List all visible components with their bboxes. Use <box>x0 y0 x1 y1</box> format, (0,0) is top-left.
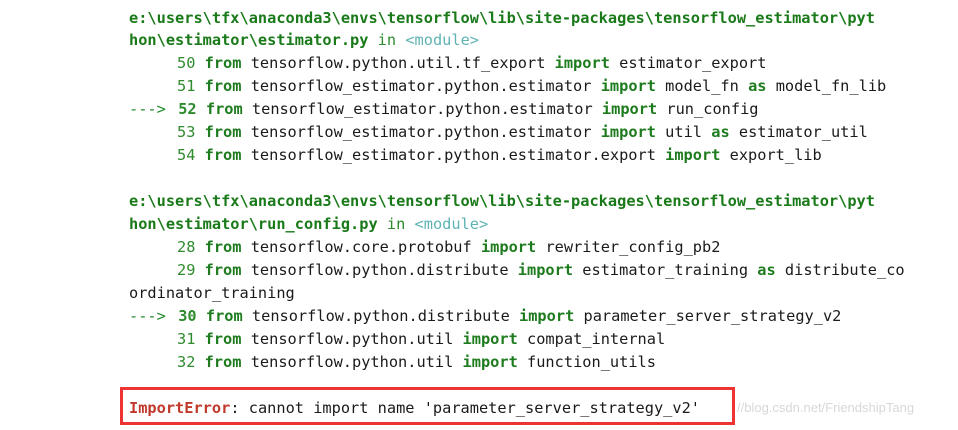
import-keyword: import <box>600 77 656 95</box>
from-keyword: from <box>204 54 242 72</box>
module-tag: <module> <box>414 215 489 233</box>
code-line: 51 from tensorflow_estimator.python.esti… <box>129 76 886 96</box>
code-line: 28 from tensorflow.core.protobuf import … <box>129 237 720 257</box>
code-line: 31 from tensorflow.python.util import co… <box>129 329 665 349</box>
code-line-wrap: ordinator_training <box>129 283 295 303</box>
line-number: 50 <box>177 54 196 72</box>
import-keyword: import <box>554 54 610 72</box>
import-keyword: import <box>665 146 721 164</box>
module-tag: <module> <box>405 31 479 49</box>
module-name: tensorflow.python.distribute <box>250 261 509 279</box>
imported-name: model_fn <box>665 77 739 95</box>
imported-name: function_utils <box>527 353 656 371</box>
code-line: 54 from tensorflow_estimator.python.esti… <box>129 145 822 165</box>
code-line-current: ---> 52 from tensorflow_estimator.python… <box>129 99 759 119</box>
module-name: tensorflow_estimator.python.estimator.ex… <box>250 146 656 164</box>
import-keyword: import <box>480 238 537 256</box>
code-line-current: ---> 30 from tensorflow.python.distribut… <box>129 306 841 326</box>
traceback-path-line: hon\estimator\run_config.py in <module> <box>129 214 488 234</box>
module-name: tensorflow_estimator.python.estimator <box>250 77 592 95</box>
code-line: 50 from tensorflow.python.util.tf_export… <box>129 53 766 73</box>
imported-name: estimator_export <box>619 54 767 72</box>
current-line-arrow: ---> <box>129 307 166 325</box>
from-keyword: from <box>204 330 242 348</box>
in-keyword: in <box>386 215 406 233</box>
module-name: tensorflow.python.util.tf_export <box>250 54 546 72</box>
code-line: 32 from tensorflow.python.util import fu… <box>129 352 656 372</box>
watermark: //blog.csdn.net/FriendshipTang <box>737 400 915 415</box>
traceback-path-line: e:\users\tfx\anaconda3\envs\tensorflow\l… <box>129 8 875 28</box>
import-keyword: import <box>601 100 658 118</box>
as-keyword: as <box>757 261 776 279</box>
imported-name: estimator_training <box>582 261 749 279</box>
from-keyword: from <box>204 353 242 371</box>
module-name: tensorflow.python.distribute <box>251 307 510 325</box>
import-keyword: import <box>517 261 574 279</box>
traceback-path-line: e:\users\tfx\anaconda3\envs\tensorflow\l… <box>129 191 875 211</box>
file-path: e:\users\tfx\anaconda3\envs\tensorflow\l… <box>129 192 875 210</box>
from-keyword: from <box>205 100 243 118</box>
imported-name: export_lib <box>729 146 822 164</box>
as-keyword: as <box>711 123 730 141</box>
from-keyword: from <box>204 261 242 279</box>
imported-name: rewriter_config_pb2 <box>545 238 721 256</box>
from-keyword: from <box>204 238 242 256</box>
module-name: tensorflow.core.protobuf <box>250 238 472 256</box>
file-path: hon\estimator\estimator.py <box>129 31 369 49</box>
line-number: 51 <box>177 77 196 95</box>
import-keyword: import <box>462 353 518 371</box>
file-path: e:\users\tfx\anaconda3\envs\tensorflow\l… <box>129 9 875 27</box>
from-keyword: from <box>204 77 242 95</box>
error-type: ImportError <box>129 399 231 417</box>
traceback-path-line: hon\estimator\estimator.py in <module> <box>129 30 479 50</box>
wrapped-text: ordinator_training <box>129 284 295 302</box>
imported-name: run_config <box>666 100 759 118</box>
line-number: 53 <box>177 123 196 141</box>
error-message: : cannot import name 'parameter_server_s… <box>230 399 700 417</box>
import-keyword: import <box>600 123 656 141</box>
alias-name: distribute_co <box>784 261 905 279</box>
import-keyword: import <box>519 307 575 325</box>
module-name: tensorflow.python.util <box>250 330 454 348</box>
line-number: 29 <box>177 261 196 279</box>
from-keyword: from <box>204 146 242 164</box>
error-line: ImportError: cannot import name 'paramet… <box>129 398 700 418</box>
code-line: 29 from tensorflow.python.distribute imp… <box>129 260 905 280</box>
imported-name: util <box>665 123 703 141</box>
line-number: 30 <box>178 307 197 325</box>
line-number: 31 <box>177 330 196 348</box>
module-name: tensorflow.python.util <box>250 353 454 371</box>
module-name: tensorflow_estimator.python.estimator <box>250 123 592 141</box>
line-number: 54 <box>177 146 196 164</box>
current-line-arrow: ---> <box>129 100 166 118</box>
error-highlight-box <box>120 387 735 425</box>
imported-name: parameter_server_strategy_v2 <box>583 307 842 325</box>
in-keyword: in <box>377 31 397 49</box>
imported-name: compat_internal <box>527 330 666 348</box>
as-keyword: as <box>748 77 767 95</box>
from-keyword: from <box>204 123 242 141</box>
code-line: 53 from tensorflow_estimator.python.esti… <box>129 122 868 142</box>
alias-name: model_fn_lib <box>775 77 887 95</box>
line-number: 52 <box>178 100 197 118</box>
line-number: 32 <box>177 353 196 371</box>
import-keyword: import <box>462 330 518 348</box>
from-keyword: from <box>205 307 243 325</box>
module-name: tensorflow_estimator.python.estimator <box>251 100 593 118</box>
alias-name: estimator_util <box>738 123 868 141</box>
line-number: 28 <box>177 238 196 256</box>
file-path: hon\estimator\run_config.py <box>129 215 378 233</box>
